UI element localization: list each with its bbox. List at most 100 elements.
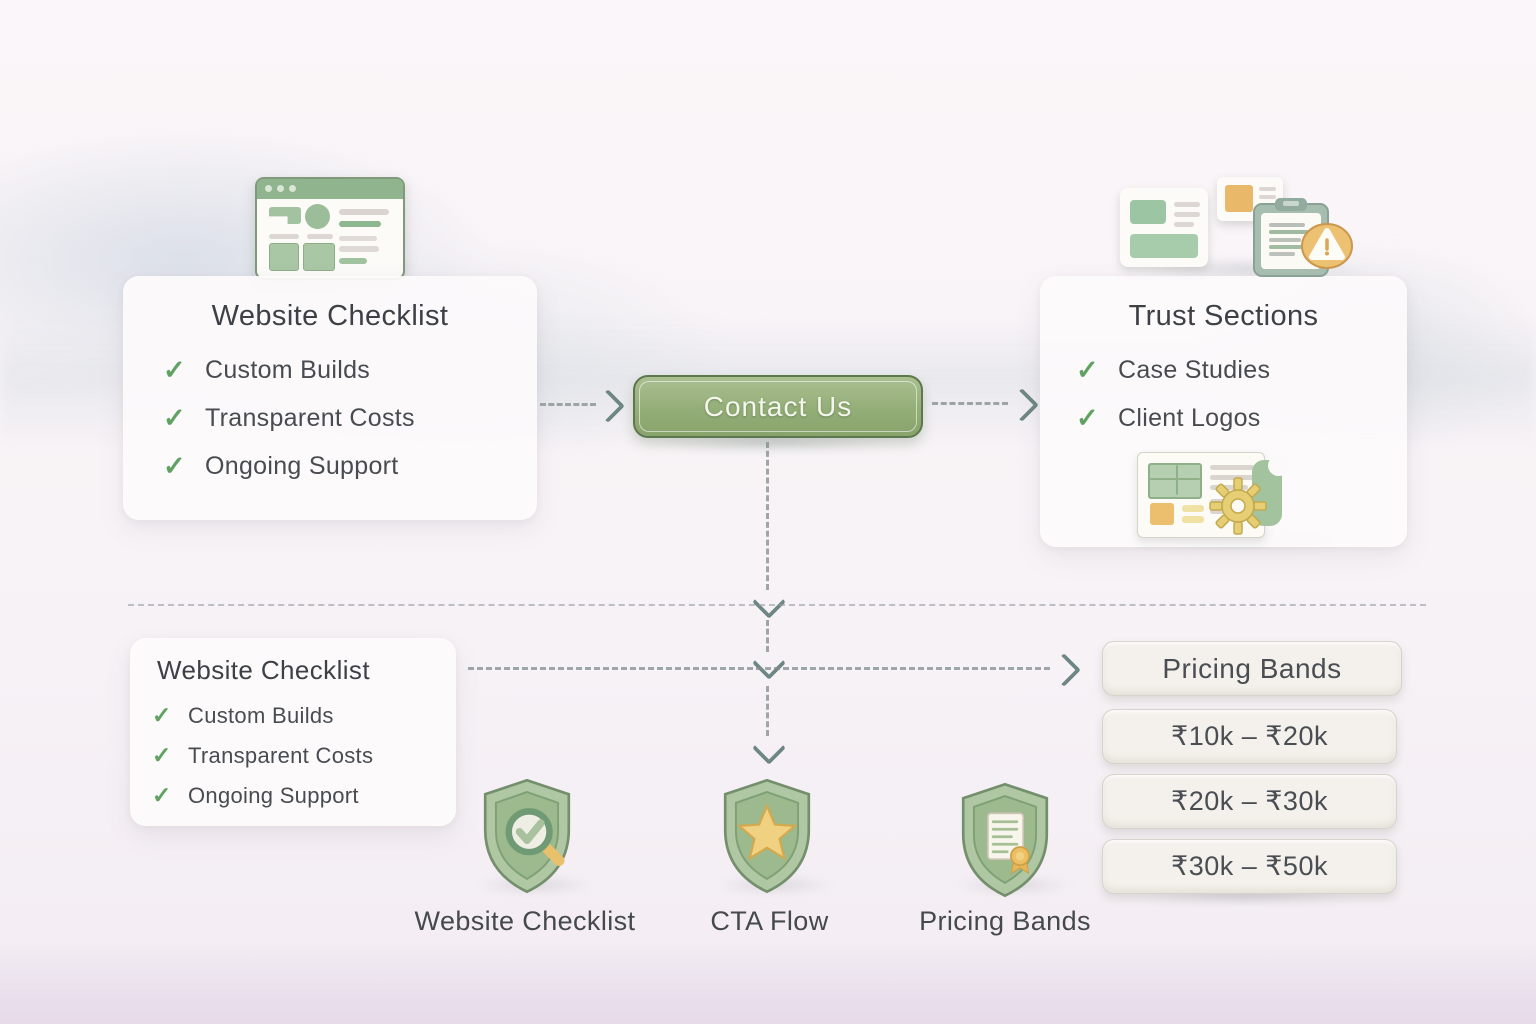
text-line	[1174, 212, 1200, 217]
clipboard-clip	[1275, 198, 1307, 211]
pricing-bands-header[interactable]: Pricing Bands	[1102, 641, 1402, 696]
warning-badge-icon	[1301, 223, 1353, 269]
browser-window-illustration	[255, 177, 405, 280]
arrowhead-down-icon	[752, 731, 786, 765]
text-line	[307, 234, 333, 239]
checklist-item-label: Custom Builds	[205, 356, 371, 384]
card-title: Website Checklist	[211, 300, 449, 332]
checklist-item-label: Transparent Costs	[205, 404, 415, 432]
card-title: Website Checklist	[157, 655, 370, 685]
checklist-item-label: Custom Builds	[188, 702, 334, 728]
arrowhead-down-icon	[752, 585, 786, 619]
browser-dot-icon	[289, 185, 296, 192]
arrowhead-right-icon	[1047, 653, 1081, 687]
pricing-band-1[interactable]: ₹10k – ₹20k	[1102, 709, 1397, 764]
dashed-line-vertical	[766, 442, 769, 590]
check-icon: ✓	[152, 742, 172, 768]
card-title: Trust Sections	[1128, 300, 1319, 332]
text-line	[1269, 252, 1295, 256]
logo-circle	[305, 204, 330, 229]
checklist-item: ✓ Transparent Costs	[163, 403, 537, 434]
check-icon: ✓	[163, 403, 186, 433]
arrowhead-right-icon	[591, 389, 625, 423]
text-line	[339, 246, 379, 252]
case-study-card-illustration	[1120, 188, 1208, 267]
text-line	[1259, 187, 1276, 191]
pricing-band-3[interactable]: ₹30k – ₹50k	[1102, 839, 1397, 894]
checklist-item: ✓ Custom Builds	[152, 702, 456, 729]
checklist-item-label: Ongoing Support	[205, 452, 399, 480]
thumbnail-block	[269, 243, 299, 271]
text-line	[1269, 245, 1309, 249]
check-icon: ✓	[1076, 403, 1099, 433]
checklist-item: ✓ Client Logos	[1076, 403, 1407, 434]
checklist-item-label: Case Studies	[1118, 356, 1271, 384]
badge-label-website-checklist: Website Checklist	[414, 906, 636, 936]
table-line	[1150, 478, 1200, 480]
text-line	[1182, 516, 1204, 523]
watercolor-bottom-band	[0, 938, 1536, 1024]
text-line	[1210, 475, 1254, 480]
pricing-band-2[interactable]: ₹20k – ₹30k	[1102, 774, 1397, 829]
text-line	[269, 234, 299, 239]
arrowhead-down-icon	[752, 646, 786, 680]
checklist-item: ✓ Transparent Costs	[152, 742, 456, 769]
shield-star-icon	[723, 778, 811, 894]
browser-dot-icon	[265, 185, 272, 192]
website-checklist-card-top: Website Checklist ✓ Custom Builds ✓ Tran…	[123, 276, 537, 520]
text-line	[1182, 505, 1204, 512]
shield-magnifier-check-icon	[483, 778, 571, 894]
badge-label-pricing-bands: Pricing Bands	[919, 906, 1091, 936]
checklist-item: ✓ Custom Builds	[163, 355, 537, 386]
contact-us-button[interactable]: Contact Us	[633, 375, 923, 438]
dashed-arrow-card-to-cta	[540, 403, 596, 406]
image-block	[1150, 503, 1174, 525]
text-line	[1174, 202, 1200, 207]
text-line	[1210, 485, 1248, 490]
pricing-band-label: ₹30k – ₹50k	[1171, 851, 1328, 881]
image-block	[1130, 234, 1198, 258]
pricing-band-label: ₹10k – ₹20k	[1171, 721, 1328, 751]
check-icon: ✓	[152, 782, 172, 808]
text-line	[1210, 465, 1254, 470]
checklist-item: ✓ Ongoing Support	[163, 451, 537, 482]
dashed-line-vertical	[766, 686, 769, 736]
dashed-line-vertical	[766, 620, 769, 652]
flag-shape	[269, 207, 301, 224]
table-line	[1176, 465, 1178, 495]
check-icon: ✓	[1076, 355, 1099, 385]
arrowhead-right-icon	[1005, 388, 1039, 422]
pricing-band-label: ₹20k – ₹30k	[1171, 786, 1328, 816]
text-line	[1269, 238, 1301, 242]
browser-header-bar	[257, 179, 403, 199]
thumbnail-block	[303, 243, 335, 271]
dashed-arrow-cta-to-trust	[932, 402, 1008, 405]
text-line	[1174, 222, 1194, 227]
check-icon: ✓	[163, 451, 186, 481]
logo-block	[1225, 185, 1253, 212]
browser-dot-icon	[277, 185, 284, 192]
text-line	[339, 236, 377, 241]
text-line	[1259, 195, 1276, 199]
checklist-item: ✓ Ongoing Support	[152, 782, 456, 809]
dashed-divider-line	[128, 604, 1426, 606]
gear-icon	[1209, 477, 1267, 535]
shield-certificate-icon	[961, 782, 1049, 898]
text-line	[339, 209, 389, 215]
badge-label-cta-flow: CTA Flow	[710, 906, 829, 936]
text-line	[339, 221, 381, 227]
text-line	[1269, 223, 1305, 227]
check-icon: ✓	[152, 702, 172, 728]
dashed-arrow-to-pricing	[468, 667, 1050, 670]
checklist-item-label: Ongoing Support	[188, 782, 359, 808]
text-line	[1269, 230, 1313, 234]
website-checklist-card-bottom: Website Checklist ✓ Custom Builds ✓ Tran…	[130, 638, 456, 826]
table-block	[1148, 463, 1202, 499]
text-line	[339, 258, 367, 264]
checklist-item-label: Client Logos	[1118, 404, 1261, 432]
pricing-bands-header-label: Pricing Bands	[1162, 652, 1342, 684]
checklist-item: ✓ Case Studies	[1076, 355, 1407, 386]
check-icon: ✓	[163, 355, 186, 385]
contact-us-label: Contact Us	[703, 390, 853, 422]
